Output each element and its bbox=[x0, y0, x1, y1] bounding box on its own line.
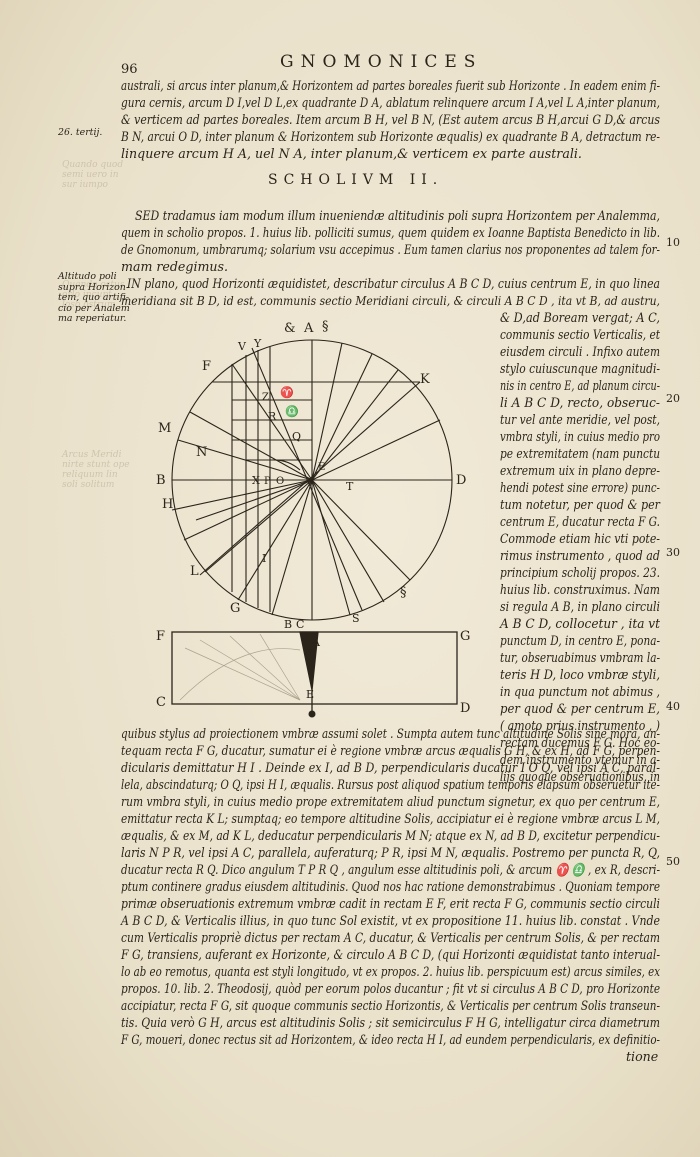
margin-note: Altitudo poli supra Horizon- tem, quo ar… bbox=[58, 271, 130, 324]
line-number-50: 50 bbox=[666, 855, 680, 868]
scholium-line-2: quem in scholio propos. 1. huius lib. po… bbox=[121, 225, 660, 240]
svg-text:O: O bbox=[276, 476, 284, 487]
line-number-40: 40 bbox=[666, 700, 680, 713]
svg-text:♈: ♈ bbox=[280, 386, 294, 399]
svg-text:E: E bbox=[306, 688, 314, 701]
svg-text:§: § bbox=[400, 585, 407, 600]
section-title: SCHOLIVM II. bbox=[268, 172, 444, 188]
svg-text:E: E bbox=[318, 462, 325, 473]
svg-text:F: F bbox=[156, 629, 165, 644]
svg-text:T: T bbox=[346, 480, 354, 493]
intro-line-3: & verticem ad partes boreales. Item arcu… bbox=[121, 112, 660, 127]
svg-text:♎: ♎ bbox=[285, 405, 299, 418]
scholium-line-4: mam redegimus. bbox=[121, 259, 228, 274]
svg-text:V: V bbox=[237, 340, 247, 353]
svg-text:B: B bbox=[156, 473, 166, 488]
svg-text:G: G bbox=[230, 601, 240, 616]
intro-line-1: australi, si arcus inter planum,& Horizo… bbox=[121, 78, 660, 93]
svg-text:A: A bbox=[311, 636, 321, 649]
svg-text:Z: Z bbox=[262, 392, 269, 403]
running-title: GNOMONICES bbox=[280, 52, 483, 72]
svg-text:C: C bbox=[156, 695, 166, 710]
page-number: 96 bbox=[121, 62, 138, 77]
scholium-line-3: de Gnomonum, umbrarumq; solarium vsu acc… bbox=[121, 242, 660, 257]
svg-text:B: B bbox=[284, 618, 292, 631]
svg-text:N: N bbox=[196, 445, 207, 460]
svg-text:F: F bbox=[202, 359, 211, 374]
svg-text:Y: Y bbox=[253, 337, 262, 350]
svg-text:M: M bbox=[158, 421, 171, 436]
svg-text:X: X bbox=[252, 474, 260, 487]
svg-text:D: D bbox=[456, 473, 466, 488]
svg-text:G: G bbox=[460, 629, 470, 644]
svg-text:Q: Q bbox=[292, 430, 301, 443]
svg-text:C: C bbox=[296, 618, 304, 631]
svg-text:R: R bbox=[268, 410, 277, 423]
line-number-30: 30 bbox=[666, 546, 680, 559]
intro-line-5: linquere arcum H A, uel N A, inter planu… bbox=[121, 146, 582, 161]
intro-line-2: gura cernis, arcum D I,vel D L,ex quadra… bbox=[121, 95, 660, 110]
svg-text:L: L bbox=[190, 564, 199, 579]
para-start-1: IN plano, quod Horizonti æquidistet, des… bbox=[127, 276, 660, 291]
svg-text:C: C bbox=[306, 640, 314, 653]
svg-text:K: K bbox=[420, 372, 430, 387]
margin-reference: 26. tertij. bbox=[58, 127, 103, 138]
svg-text:I: I bbox=[262, 552, 266, 565]
svg-text:A: A bbox=[303, 321, 314, 336]
intro-line-4: B N, arcui O D, inter planum & Horizonte… bbox=[121, 129, 660, 144]
svg-text:&: & bbox=[284, 321, 296, 336]
para-start-2: meridiana sit B D, id est, communis sect… bbox=[121, 294, 660, 308]
svg-text:P: P bbox=[264, 476, 271, 487]
line-number-10: 10 bbox=[666, 236, 680, 249]
scholium-line-1: SED tradamus iam modum illum inueniendæ … bbox=[135, 208, 660, 223]
svg-text:S: S bbox=[352, 612, 360, 625]
line-number-20: 20 bbox=[666, 392, 680, 405]
svg-text:§: § bbox=[322, 319, 329, 334]
svg-text:H: H bbox=[162, 497, 173, 512]
svg-text:D: D bbox=[460, 701, 470, 716]
